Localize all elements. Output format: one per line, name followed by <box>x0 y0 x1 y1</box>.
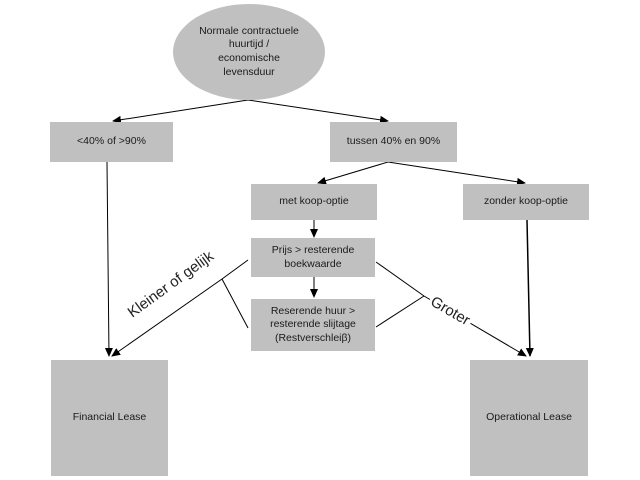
bracket-right-top <box>375 261 425 297</box>
without-option-label: zonder koop-optie <box>483 195 569 208</box>
arrow-left-range-to-financial <box>104 161 113 357</box>
root-line-1: Normale contractuele <box>199 24 299 37</box>
node-left-range: <40% of >90% <box>50 122 173 162</box>
financial-lease-label: Financial Lease <box>72 411 147 424</box>
rent-check-label: Reserende huur > resterende slijtage (Re… <box>270 304 356 344</box>
arrow-smaller-to-financial <box>111 278 223 357</box>
middle-range-label: tussen 40% en 90% <box>346 135 441 148</box>
bracket-right-bottom <box>375 295 425 328</box>
arrow-middle-to-without-option <box>387 161 526 186</box>
node-operational-lease: Operational Lease <box>470 360 588 476</box>
arrow-without-option-to-operational <box>525 219 534 357</box>
root-line-2: huurtijd / <box>228 38 270 51</box>
arrow-root-to-middle-range <box>247 99 389 124</box>
with-option-label: met koop-optie <box>279 195 349 208</box>
operational-lease-label: Operational Lease <box>486 411 572 424</box>
bracket-left-top <box>221 259 249 280</box>
left-range-label: <40% of >90% <box>77 135 146 148</box>
bracket-left-bottom <box>221 278 249 329</box>
node-root-contract-term: Normale contractuele huurtijd / economis… <box>173 4 325 100</box>
price-check-label: Prijs > resterende boekwaarde <box>271 243 355 270</box>
node-middle-range: tussen 40% en 90% <box>330 122 457 162</box>
arrow-middle-to-with-option <box>317 161 389 185</box>
node-rent-check: Reserende huur > resterende slijtage (Re… <box>251 299 375 351</box>
node-price-check: Prijs > resterende boekwaarde <box>251 238 375 277</box>
node-with-option: met koop-optie <box>251 184 377 220</box>
node-financial-lease: Financial Lease <box>51 360 168 476</box>
arrow-root-to-left-range <box>112 99 249 124</box>
root-line-3: economische <box>218 52 280 64</box>
root-line-4: levensduur <box>223 65 275 78</box>
node-without-option: zonder koop-optie <box>463 184 589 220</box>
